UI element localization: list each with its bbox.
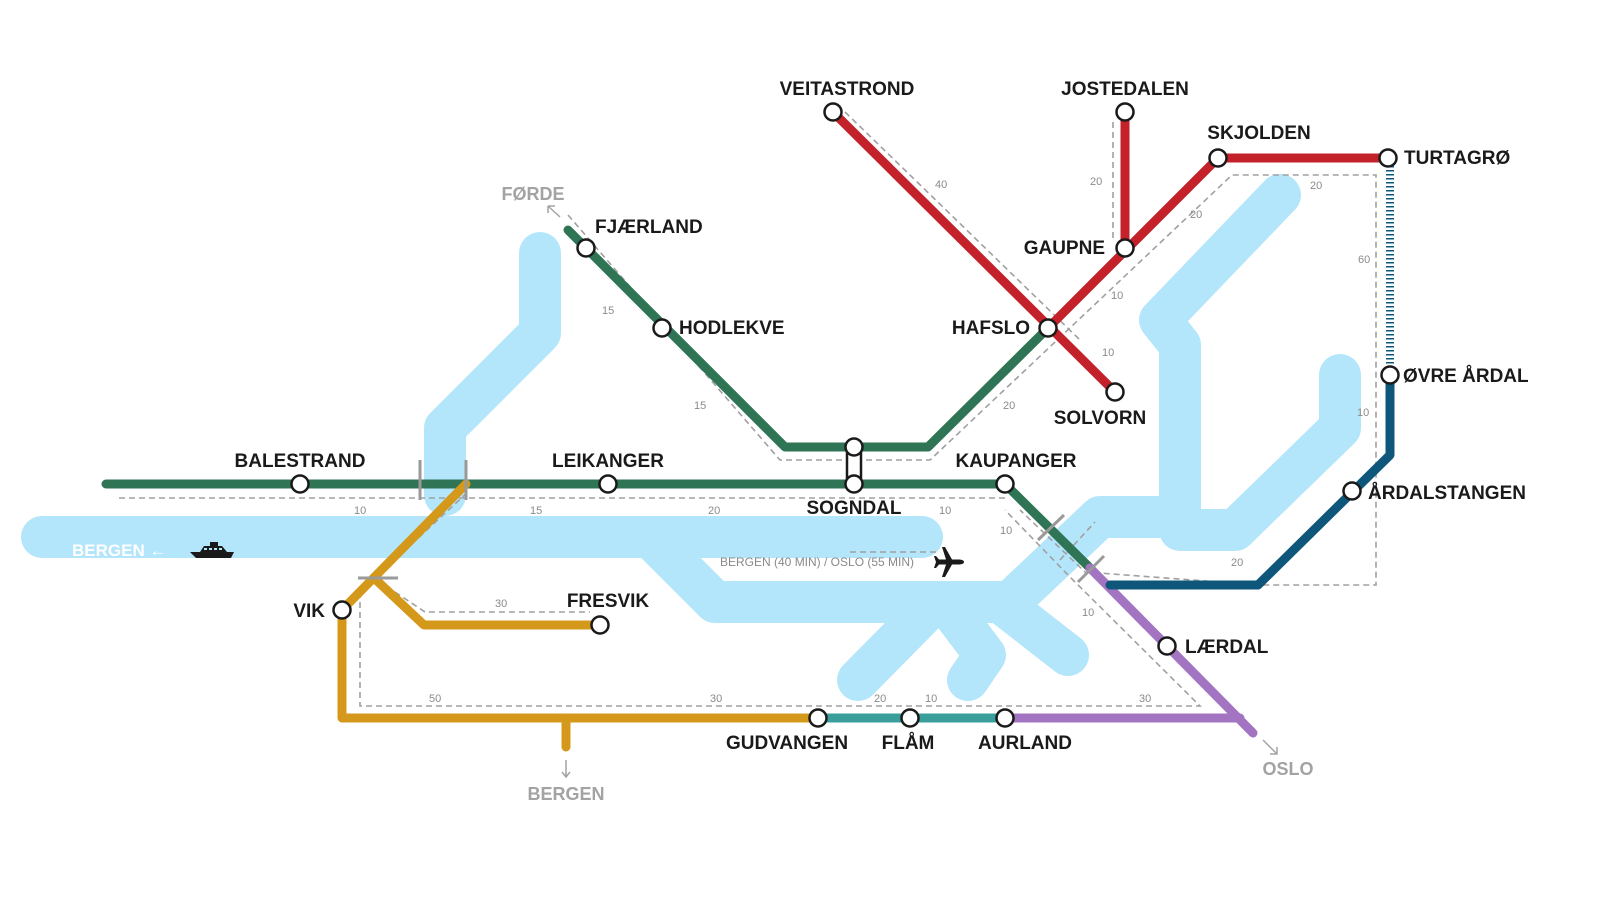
time-vik-fresvik: 30 [495,598,507,610]
station-gudvangen [808,708,828,728]
station-flam [900,708,920,728]
time-leikanger-sogndal: 20 [708,505,720,517]
travel-times: 40 20 20 20 60 10 10 20 15 15 10 10 15 2… [354,176,1370,705]
fjord-water [21,174,1361,701]
station-turtagro [1378,148,1398,168]
label-fresvik: FRESVIK [567,591,650,612]
label-skjolden: SKJOLDEN [1207,123,1310,144]
label-leikanger: LEIKANGER [552,451,664,472]
label-oslo: OSLO [1262,759,1313,779]
forde-arrow [547,205,561,218]
oslo-arrow [1262,739,1278,755]
station-fjaerland [576,238,596,258]
station-laerdal [1157,636,1177,656]
label-kaupanger: KAUPANGER [955,451,1076,472]
label-solvorn: SOLVORN [1054,408,1147,429]
ferry-gates [358,460,1106,584]
time-hafslo-sogndal: 20 [1003,400,1015,412]
time-ardalstangen-kaupanger: 20 [1231,557,1243,569]
line-gold-fresvik [369,573,605,630]
label-jostedalen: JOSTEDALEN [1061,79,1189,100]
time-sogndal-kaupanger: 10 [939,505,951,517]
line-red [828,107,1120,397]
time-turtagro-ovre-ardal: 60 [1358,254,1370,266]
station-sogndal-upper [844,437,864,457]
label-gudvangen: GUDVANGEN [726,733,848,754]
time-flam-aurland: 10 [925,693,937,705]
time-vik-leikanger: 15 [530,505,542,517]
time-kaupanger-laerdal-ferry: 10 [1000,525,1012,537]
label-flam: FLÅM [882,733,935,754]
station-veitastrond [823,102,843,122]
label-fjaerland: FJÆRLAND [595,217,703,238]
station-hafslo [1038,318,1058,338]
time-gudvangen-flam: 20 [874,693,886,705]
station-ardalstangen [1342,481,1362,501]
flight-label: BERGEN (40 MIN) / OSLO (55 MIN) [720,555,914,569]
label-forde: FØRDE [502,184,565,204]
station-markers [290,102,1400,728]
station-gaupne [1115,238,1135,258]
station-solvorn [1105,382,1125,402]
label-vik: VIK [293,601,325,622]
time-hodlekve-sogndal: 15 [694,400,706,412]
station-labels: VEITASTROND JOSTEDALEN SKJOLDEN TURTAGRØ… [235,79,1529,754]
station-jostedalen [1115,102,1135,122]
label-turtagro: TURTAGRØ [1404,148,1510,169]
time-vik-gudvangen: 30 [710,693,722,705]
time-veitastrond-hafslo: 40 [935,179,947,191]
time-laerdal-kaupanger: 10 [1082,607,1094,619]
station-hodlekve [652,318,672,338]
station-fresvik [590,615,610,635]
label-balestrand: BALESTRAND [235,451,366,472]
line-gold [337,479,823,723]
line-navy [1105,370,1395,590]
station-aurland [995,708,1015,728]
station-vik [332,600,352,620]
station-balestrand [290,474,310,494]
time-skjolden-turtagro: 20 [1310,180,1322,192]
airplane-icon [934,547,964,577]
time-fjaerland-hodlekve: 15 [602,305,614,317]
label-ardalstangen: ÅRDALSTANGEN [1368,483,1526,504]
bergen-south-arrow [561,760,571,779]
time-jostedalen-gaupne: 20 [1090,176,1102,188]
external-destinations: FØRDE BERGEN OSLO BERGEN ← [72,184,1314,804]
time-skjolden-gaupne: 20 [1190,209,1202,221]
time-gaupne-hafslo: 10 [1111,290,1123,302]
label-hodlekve: HODLEKVE [679,318,785,339]
station-skjolden [1208,148,1228,168]
ferry-icon [190,542,234,558]
time-hafslo-solvorn: 10 [1102,347,1114,359]
time-aurland-laerdal: 30 [1139,693,1151,705]
time-balestrand-vik: 10 [354,505,366,517]
label-laerdal: LÆRDAL [1185,637,1269,658]
flight-info: BERGEN (40 MIN) / OSLO (55 MIN) [720,547,964,577]
label-bergen-south: BERGEN [527,784,604,804]
time-ovre-ardal-ardalstangen: 10 [1357,407,1369,419]
label-aurland: AURLAND [978,733,1072,754]
station-leikanger [598,474,618,494]
label-ovre-ardal: ØVRE ÅRDAL [1403,366,1529,387]
label-veitastrond: VEITASTROND [780,79,915,100]
travel-time-guides [119,111,1377,707]
time-vik-bergen: 50 [429,693,441,705]
label-gaupne: GAUPNE [1024,238,1105,259]
station-sogndal [844,474,864,494]
label-bergen-ferry: BERGEN ← [72,541,166,560]
station-ovre-ardal [1380,365,1400,385]
station-kaupanger [995,474,1015,494]
label-sogndal: SOGNDAL [807,498,902,519]
label-hafslo: HAFSLO [952,318,1030,339]
